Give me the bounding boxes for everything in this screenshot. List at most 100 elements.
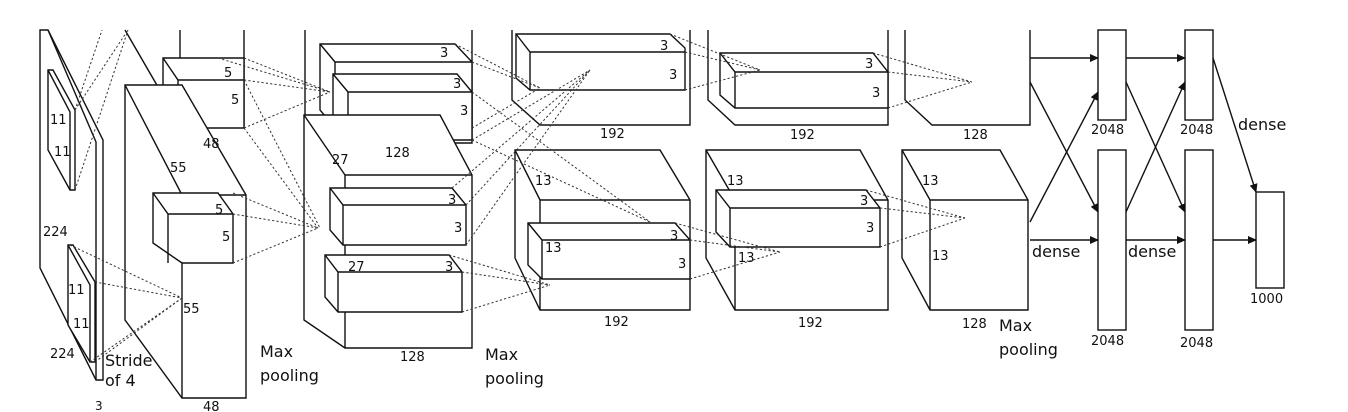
- label-kernel1b-w: 11: [73, 317, 90, 332]
- label-k3-3b: 3: [453, 77, 461, 92]
- label-maxpool3-1: Max: [999, 316, 1032, 335]
- label-output: 1000: [1250, 292, 1283, 307]
- output-bar: [1255, 191, 1285, 289]
- kernel1-bottom-edge: [67, 244, 91, 362]
- label-conv5-13-w: 13: [932, 249, 949, 264]
- label-input-224-h: 224: [43, 225, 68, 240]
- label-k4-3c: 3: [670, 229, 678, 244]
- label-conv3-top-depth: 192: [600, 127, 625, 142]
- conv3-top-slab: [511, 30, 691, 126]
- conv5-bottom-volume: [901, 149, 1029, 311]
- conv5-top-dotted: [872, 52, 973, 109]
- label-conv4-top-depth: 192: [790, 128, 815, 143]
- fc2-top-bar: [1184, 29, 1214, 121]
- label-fc2-bottom: 2048: [1180, 336, 1213, 351]
- label-dense-c: dense: [1238, 115, 1286, 134]
- arrow-c5top-fc1bot: [1029, 81, 1099, 213]
- kernel5-top-cube-edges: [719, 52, 888, 108]
- conv4-bottom-volume: [705, 149, 889, 311]
- label-k5-3a: 3: [865, 57, 873, 72]
- label-k3-3e: 3: [454, 221, 462, 236]
- conv2-cross-dotted: [243, 79, 321, 229]
- kernel3-bottom-cube-a: [329, 187, 467, 246]
- kernel3-bottom-cube-b-edges: [324, 254, 462, 312]
- label-maxpool1-2: pooling: [260, 366, 319, 385]
- label-conv2-27-h: 27: [332, 153, 349, 168]
- label-conv1-bottom-depth: 48: [203, 400, 220, 412]
- label-fc1-bottom: 2048: [1091, 334, 1124, 349]
- fc2-bottom-bar: [1184, 149, 1214, 331]
- label-stride-2: of 4: [105, 371, 136, 390]
- label-conv3-bottom-depth: 192: [604, 315, 629, 330]
- conv1-top-dotted: [74, 29, 129, 191]
- label-maxpool2-2: pooling: [485, 369, 544, 388]
- conv2-bottom-dotted-a: [232, 192, 319, 264]
- arrow-c5bot-fc1top: [1029, 91, 1099, 223]
- conv5-bottom-slab: [901, 149, 1029, 311]
- conv3-bottom-dotted: [448, 254, 551, 313]
- kernel3-bottom-cube-b: [324, 254, 463, 313]
- label-k2-5a: 5: [224, 66, 232, 81]
- label-conv1-55-h: 55: [170, 161, 187, 176]
- fc-layers: [1097, 29, 1285, 331]
- label-kernel1b-h: 11: [68, 283, 85, 298]
- conv3-cross-dotted: [451, 69, 651, 246]
- label-k4-3d: 3: [678, 257, 686, 272]
- input-volume: [39, 29, 104, 381]
- connection-lines: [69, 29, 973, 363]
- label-k4-3b: 3: [669, 68, 677, 83]
- label-kernel1-h: 11: [50, 113, 67, 128]
- label-k5-3b: 3: [872, 86, 880, 101]
- label-stride-1: Stride: [105, 351, 152, 370]
- conv3-top-volume: [511, 30, 691, 126]
- label-dense-a: dense: [1032, 242, 1080, 261]
- conv4-top-dotted: [669, 33, 761, 91]
- conv5-bottom-dotted: [865, 189, 966, 248]
- label-maxpool1-1: Max: [260, 342, 293, 361]
- label-k5-3d: 3: [866, 221, 874, 236]
- label-conv4-13-h: 13: [727, 174, 744, 189]
- label-k3-3d: 3: [448, 193, 456, 208]
- label-k4-3a: 3: [660, 39, 668, 54]
- kernel4-bottom-cube-edges: [527, 222, 690, 279]
- label-conv3-13-h: 13: [535, 174, 552, 189]
- label-maxpool2-1: Max: [485, 345, 518, 364]
- label-k3-3f: 3: [445, 260, 453, 275]
- arrow-fc1bot-fc2top: [1125, 81, 1186, 213]
- conv5-bottom-edges: [901, 149, 1028, 310]
- conv5-top-volume: [904, 30, 1031, 126]
- label-fc2-top: 2048: [1180, 123, 1213, 138]
- label-conv5-13-h: 13: [922, 174, 939, 189]
- kernel5-bottom-cube-edges: [715, 189, 880, 247]
- label-conv4-bottom-depth: 192: [798, 316, 823, 331]
- label-conv2-top-depth: 128: [385, 146, 410, 161]
- labels: 224 224 3 11 11 11 11 Stride of 4 55 55 …: [43, 39, 1286, 412]
- label-fc1-top: 2048: [1091, 123, 1124, 138]
- label-k2-5b: 5: [231, 93, 239, 108]
- label-input-224-w: 224: [50, 347, 75, 362]
- label-dense-b: dense: [1128, 242, 1176, 261]
- conv2-bottom-volume: [303, 114, 473, 349]
- fc1-bottom-bar: [1097, 149, 1127, 331]
- input-slab-front-edge: [47, 29, 97, 380]
- fc-arrows: [1029, 54, 1258, 244]
- kernel5-top-cube: [719, 52, 889, 109]
- kernel1-top-edge: [47, 69, 71, 190]
- label-conv1-top-depth: 48: [203, 137, 220, 152]
- label-k2-5d: 5: [222, 230, 230, 245]
- label-conv2-bottom-depth: 128: [400, 350, 425, 365]
- label-k5-3c: 3: [860, 194, 868, 209]
- label-maxpool3-2: pooling: [999, 340, 1058, 359]
- label-conv5-top-depth: 128: [963, 128, 988, 143]
- label-conv2-27-w: 27: [348, 260, 365, 275]
- conv4-bottom-dotted: [674, 222, 781, 280]
- label-conv4-13-w: 13: [738, 251, 755, 266]
- label-conv1-55-w: 55: [183, 302, 200, 317]
- conv3-top-dotted: [454, 43, 591, 141]
- conv4-top-volume: [707, 30, 889, 126]
- label-conv3-13-w: 13: [545, 241, 562, 256]
- label-kernel1-w: 11: [54, 145, 71, 160]
- arrow-fc2top-output: [1212, 57, 1258, 193]
- conv3-bottom-volume: [514, 149, 691, 311]
